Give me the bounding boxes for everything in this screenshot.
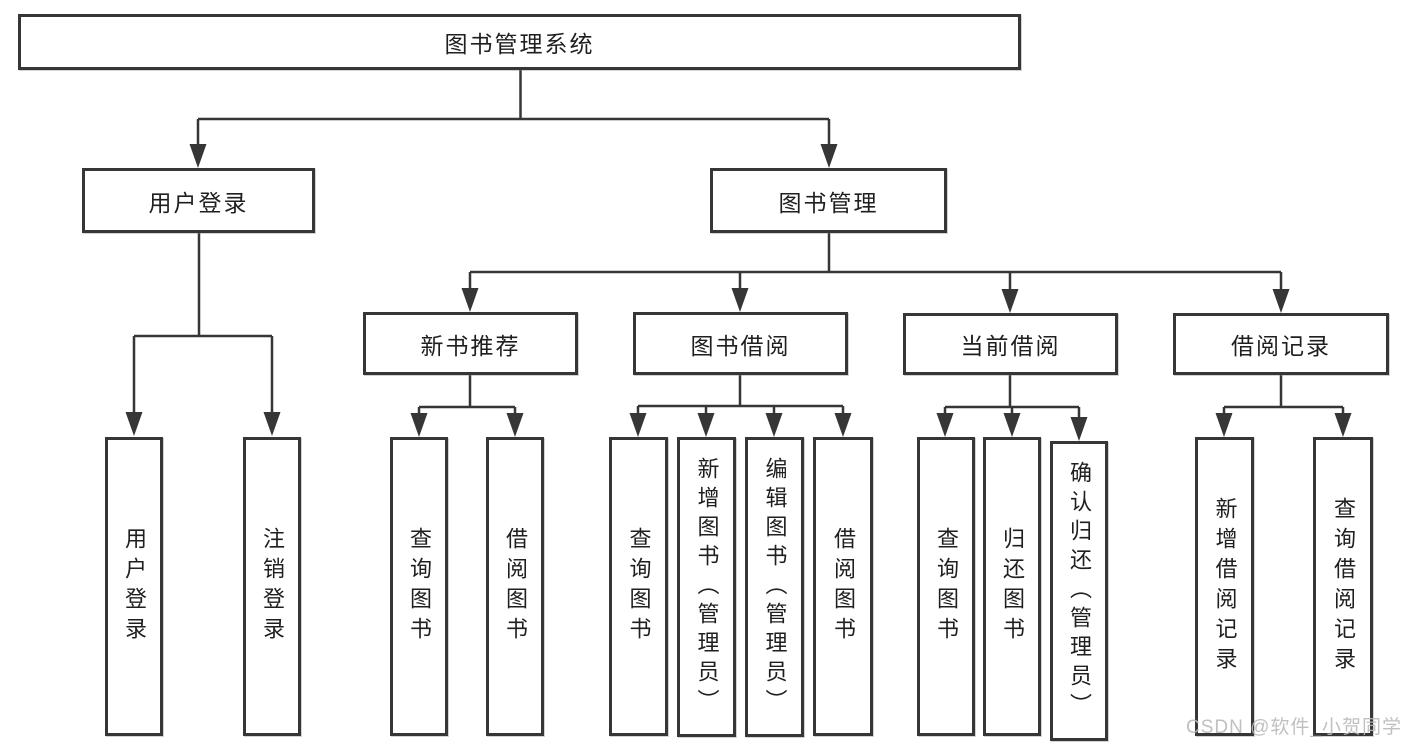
node-label: 借阅记录 [1231, 333, 1331, 359]
node-label: 图书借阅 [690, 332, 791, 359]
node-label: 确认归还（管理员） [1067, 460, 1092, 722]
node-label: 查询图书 [407, 526, 432, 647]
node-label: 新增图书（管理员） [694, 456, 720, 718]
node-borrow-records: 借阅记录 [1173, 313, 1389, 375]
leaf-query-borrow-record: 查询借阅记录 [1313, 437, 1373, 736]
node-label: 查询图书 [934, 526, 959, 647]
node-label: 查询图书 [626, 526, 652, 647]
node-label: 图书管理 [778, 189, 879, 216]
leaf-add-borrow-record: 新增借阅记录 [1195, 437, 1254, 736]
node-label: 归还图书 [1000, 526, 1025, 647]
node-label: 新书推荐 [420, 332, 521, 359]
node-label: 图书管理系统 [444, 31, 595, 57]
leaf-query-books-1: 查询图书 [390, 437, 448, 736]
leaf-borrow-books-1: 借阅图书 [486, 437, 544, 736]
node-label: 用户登录 [148, 189, 249, 216]
node-label: 编辑图书（管理员） [762, 456, 788, 718]
node-new-book-recommend: 新书推荐 [363, 312, 578, 375]
leaf-query-books-3: 查询图书 [917, 437, 975, 736]
node-label: 查询借阅记录 [1331, 496, 1356, 677]
node-book-borrow: 图书借阅 [633, 312, 848, 375]
leaf-user-login: 用户登录 [105, 437, 163, 736]
leaf-return-books: 归还图书 [983, 437, 1041, 736]
leaf-add-book-admin: 新增图书（管理员） [677, 437, 736, 737]
node-label: 借阅图书 [831, 526, 856, 647]
leaf-logout: 注销登录 [243, 437, 301, 736]
leaf-edit-book-admin: 编辑图书（管理员） [745, 437, 804, 737]
leaf-confirm-return-admin: 确认归还（管理员） [1050, 441, 1108, 741]
node-label: 注销登录 [260, 526, 285, 647]
node-label: 当前借阅 [960, 333, 1061, 359]
node-label: 用户登录 [122, 526, 147, 647]
node-label: 新增借阅记录 [1212, 496, 1238, 677]
tree-edges [132, 70, 1345, 431]
node-user-login-branch: 用户登录 [82, 168, 315, 233]
csdn-watermark: CSDN @软件_小贺同学 [1186, 717, 1402, 738]
node-book-management-branch: 图书管理 [710, 168, 947, 233]
node-root-system: 图书管理系统 [18, 14, 1021, 70]
leaf-borrow-books-2: 借阅图书 [813, 437, 873, 736]
node-current-borrow: 当前借阅 [903, 313, 1118, 375]
leaf-query-books-2: 查询图书 [609, 437, 668, 736]
node-label: 借阅图书 [503, 526, 528, 647]
